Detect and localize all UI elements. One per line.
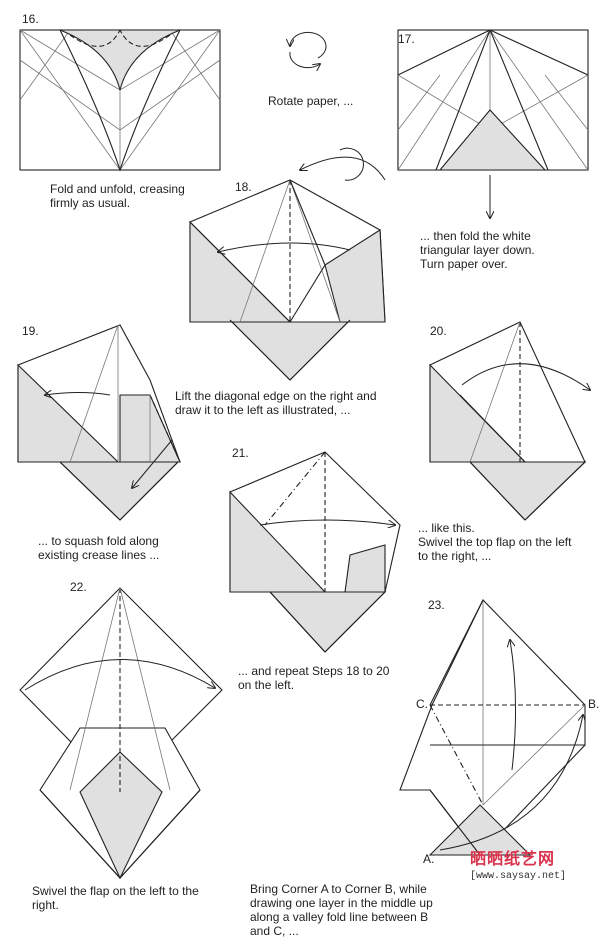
step-number-20: 20. — [430, 324, 447, 338]
step17-diagram — [397, 29, 589, 218]
caption-step21: ... and repeat Steps 18 to 20 on the lef… — [238, 664, 390, 692]
step18-diagram — [189, 179, 386, 381]
watermark: 晒晒纸艺网 [www.saysay.net] — [470, 845, 590, 882]
caption-rotate: Rotate paper, ... — [268, 94, 354, 108]
caption-step16: Fold and unfold, creasing firmly as usua… — [50, 182, 185, 210]
corner-label-a: A. — [423, 852, 435, 866]
caption-step19: ... to squash fold along existing crease… — [38, 534, 160, 562]
corner-label-c: C. — [416, 697, 428, 711]
step-number-21: 21. — [232, 446, 249, 460]
step-number-17: 17. — [398, 32, 415, 46]
step21-diagram — [229, 451, 401, 653]
caption-step18: Lift the diagonal edge on the right and … — [175, 389, 377, 417]
step-number-16: 16. — [22, 12, 39, 26]
step19-diagram — [17, 324, 181, 521]
step-number-19: 19. — [22, 324, 39, 338]
turnover-arrow-icon — [300, 147, 386, 181]
watermark-brand: 晒晒纸艺网 — [470, 849, 556, 868]
step-number-23: 23. — [428, 598, 445, 612]
step22-diagram — [19, 587, 223, 880]
step-number-22: 22. — [70, 580, 87, 594]
step16-diagram — [19, 29, 221, 172]
caption-step22: Swivel the flap on the left to the right… — [32, 884, 199, 912]
watermark-url: [www.saysay.net] — [470, 871, 567, 882]
step23-diagram — [399, 599, 585, 856]
step-number-18: 18. — [235, 180, 252, 194]
caption-step17: ... then fold the white triangular layer… — [420, 229, 535, 271]
corner-label-b: B. — [588, 697, 600, 711]
caption-step20: ... like this. Swivel the top flap on th… — [418, 521, 572, 563]
rotate-icon — [290, 31, 327, 67]
caption-step23: Bring Corner A to Corner B, while drawin… — [250, 882, 433, 938]
step20-diagram — [429, 321, 590, 521]
